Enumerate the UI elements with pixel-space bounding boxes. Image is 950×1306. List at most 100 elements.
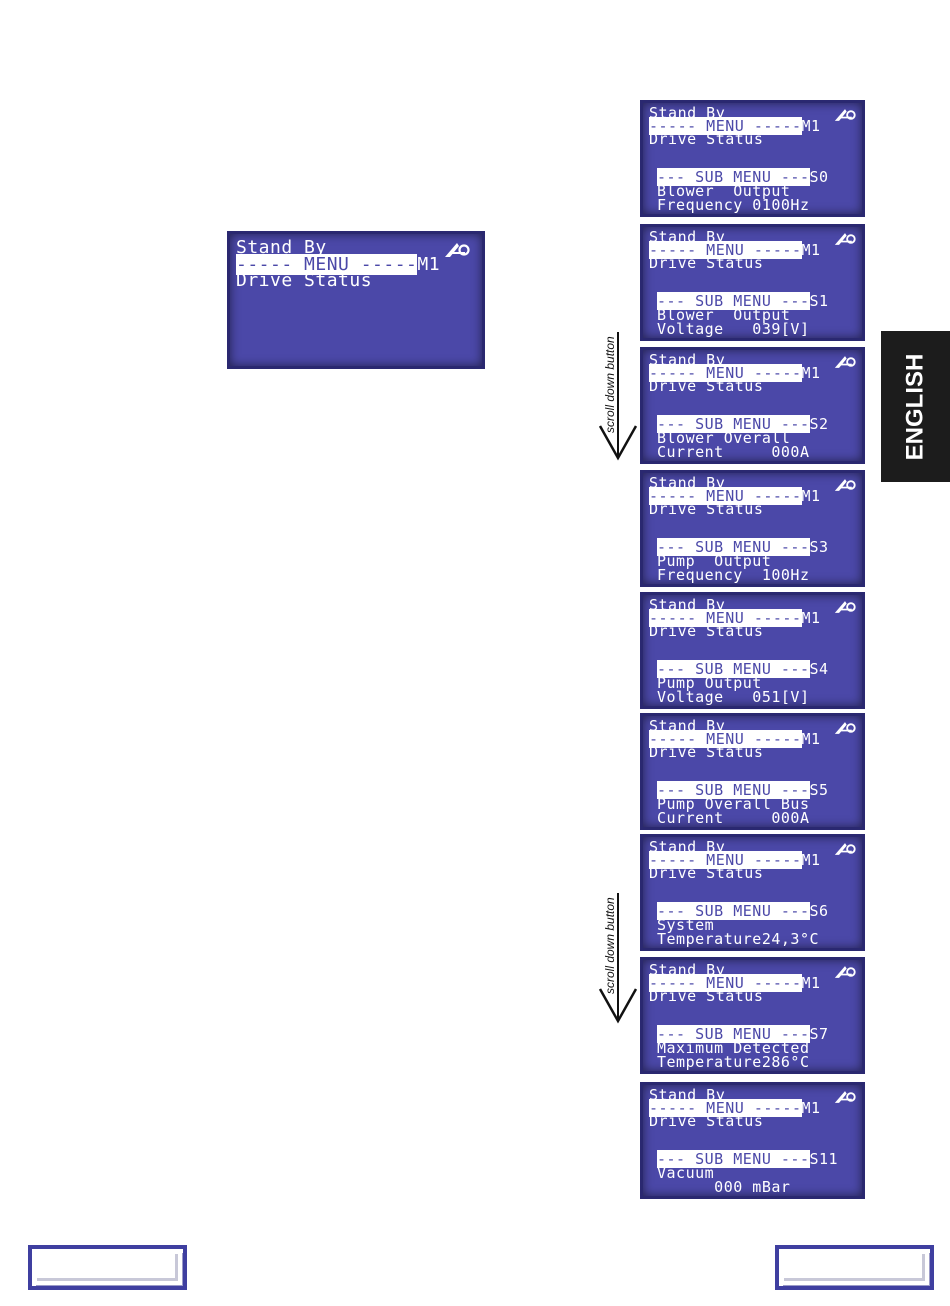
- submenu-code: S4: [809, 660, 829, 678]
- company-logo-icon: [834, 479, 856, 491]
- menu-title: Drive Status: [649, 1112, 764, 1130]
- menu-code: M1: [801, 117, 821, 135]
- parameter-value: Current 000A: [657, 809, 810, 827]
- submenu-row: --- SUB MENU ---S7: [657, 1025, 829, 1043]
- parameter-name: Vacuum: [657, 1164, 715, 1182]
- language-tab-label: ENGLISH: [901, 353, 929, 460]
- company-logo-icon: [834, 966, 856, 978]
- previous-page-button[interactable]: [28, 1245, 187, 1290]
- company-logo-icon: [445, 243, 470, 257]
- menu-header: ----- MENU -----: [649, 851, 802, 869]
- submenu-row: --- SUB MENU ---S0: [657, 168, 829, 186]
- submenu-header: --- SUB MENU ---: [657, 1025, 810, 1043]
- menu-code: M1: [801, 1099, 821, 1117]
- menu-row: ----- MENU -----M1: [649, 487, 821, 505]
- menu-title: Drive Status: [649, 254, 764, 272]
- company-logo-icon: [834, 843, 856, 855]
- submenu-code: S5: [809, 781, 829, 799]
- parameter-value: Current 000A: [657, 443, 810, 461]
- company-logo-icon: [834, 601, 856, 613]
- menu-code: M1: [801, 364, 821, 382]
- status-text: Stand By: [649, 1086, 726, 1104]
- menu-row: ----- MENU -----M1: [649, 364, 821, 382]
- menu-title: Drive Status: [649, 743, 764, 761]
- parameter-name: Pump Overall Bus: [657, 795, 810, 813]
- menu-code: M1: [801, 487, 821, 505]
- parameter-name: Blower Output: [657, 182, 791, 200]
- parameter-value: 000 mBar: [657, 1178, 791, 1196]
- menu-header: ----- MENU -----: [649, 364, 802, 382]
- submenu-code: S0: [809, 168, 829, 186]
- menu-header: ----- MENU -----: [649, 609, 802, 627]
- menu-code: M1: [801, 730, 821, 748]
- submenu-code: S3: [809, 538, 829, 556]
- submenu-header: --- SUB MENU ---: [657, 538, 810, 556]
- menu-row: ----- MENU -----M1: [649, 609, 821, 627]
- status-text: Stand By: [649, 104, 726, 122]
- menu-header: ----- MENU -----: [649, 730, 802, 748]
- menu-code: M1: [801, 609, 821, 627]
- submenu-row: --- SUB MENU ---S11: [657, 1150, 839, 1168]
- menu-title: Drive Status: [649, 864, 764, 882]
- parameter-name: Maximum Detected: [657, 1039, 810, 1057]
- down-arrow-icon: [598, 893, 638, 1024]
- parameter-name: Blower Overall: [657, 429, 791, 447]
- submenu-code: S6: [809, 902, 829, 920]
- parameter-value: Temperature24,3°C: [657, 930, 820, 948]
- submenu-header: --- SUB MENU ---: [657, 168, 810, 186]
- down-arrow-icon: [598, 332, 638, 461]
- status-text: Stand By: [236, 237, 327, 258]
- company-logo-icon: [834, 722, 856, 734]
- menu-row: ----- MENU -----M1: [649, 851, 821, 869]
- status-text: Stand By: [649, 838, 726, 856]
- submenu-code: S11: [809, 1150, 839, 1168]
- menu-row: ----- MENU -----M1: [649, 117, 821, 135]
- submenu-code: S1: [809, 292, 829, 310]
- menu-header: ----- MENU -----: [649, 117, 802, 135]
- company-logo-icon: [834, 1091, 856, 1103]
- parameter-value: Temperature286°C: [657, 1053, 810, 1071]
- company-logo-icon: [834, 356, 856, 368]
- menu-header: ----- MENU -----: [649, 241, 802, 259]
- menu-header: ----- MENU -----: [649, 1099, 802, 1117]
- submenu-code: S2: [809, 415, 829, 433]
- submenu-code: S7: [809, 1025, 829, 1043]
- menu-title: Drive Status: [649, 377, 764, 395]
- submenu-header: --- SUB MENU ---: [657, 292, 810, 310]
- parameter-value: Frequency 100Hz: [657, 566, 810, 584]
- submenu-row: --- SUB MENU ---S5: [657, 781, 829, 799]
- submenu-header: --- SUB MENU ---: [657, 1150, 810, 1168]
- language-tab[interactable]: ENGLISH: [881, 331, 950, 482]
- parameter-value: Frequency 0100Hz: [657, 196, 810, 214]
- submenu-row: --- SUB MENU ---S6: [657, 902, 829, 920]
- parameter-value: Voltage 051[V]: [657, 688, 810, 706]
- menu-title: Drive Status: [649, 622, 764, 640]
- company-logo-icon: [834, 233, 856, 245]
- next-page-button[interactable]: [775, 1245, 934, 1290]
- menu-row: ----- MENU -----M1: [649, 241, 821, 259]
- submenu-row: --- SUB MENU ---S2: [657, 415, 829, 433]
- menu-code: M1: [801, 241, 821, 259]
- menu-code: M1: [417, 254, 441, 275]
- parameter-value: Voltage 039[V]: [657, 320, 810, 338]
- menu-code: M1: [801, 851, 821, 869]
- submenu-header: --- SUB MENU ---: [657, 902, 810, 920]
- menu-title: Drive Status: [649, 130, 764, 148]
- submenu-row: --- SUB MENU ---S3: [657, 538, 829, 556]
- status-text: Stand By: [649, 717, 726, 735]
- status-text: Stand By: [649, 228, 726, 246]
- parameter-name: Pump Output: [657, 552, 772, 570]
- parameter-name: Blower Output: [657, 306, 791, 324]
- menu-row: ----- MENU -----M1: [236, 254, 441, 275]
- menu-title: Drive Status: [236, 270, 373, 291]
- menu-header: ----- MENU -----: [649, 487, 802, 505]
- parameter-name: Pump Output: [657, 674, 762, 692]
